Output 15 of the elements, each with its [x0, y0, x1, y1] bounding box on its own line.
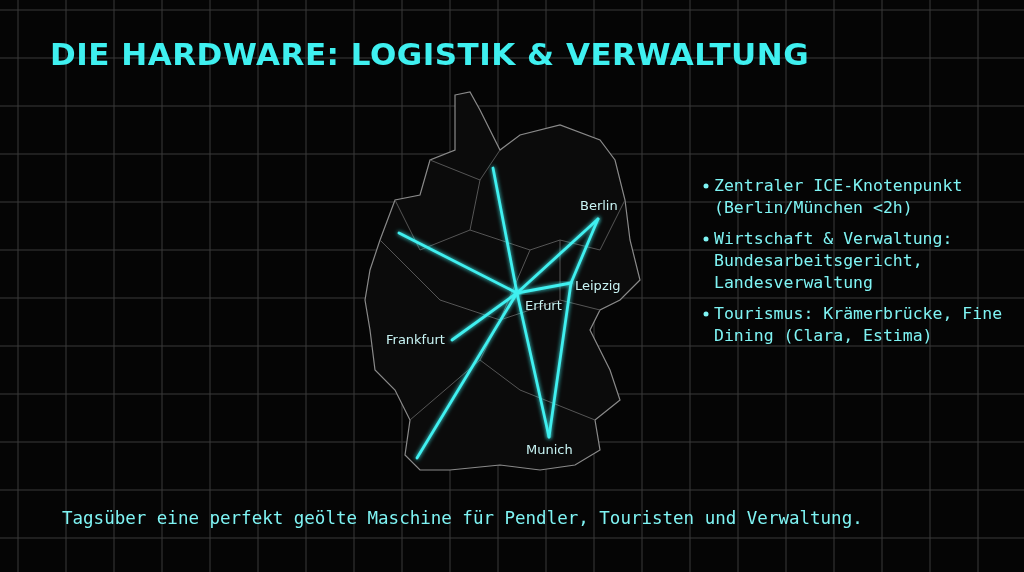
city-label: Leipzig — [571, 276, 623, 296]
bullet-text: Tourismus: Krämerbrücke, Fine Dining (Clara, Estima) — [714, 303, 1004, 347]
bullet-text: Zentraler ICE-Knotenpunkt (Berlin/München <2h) — [714, 175, 964, 219]
slide-title: DIE HARDWARE: LOGISTIK & VERWALTUNG — [50, 36, 810, 72]
rail-line — [397, 231, 519, 295]
city-label: Frankfurt — [384, 330, 452, 350]
rail-line — [547, 281, 573, 439]
rail-line — [515, 281, 573, 295]
bullet-text: Wirtschaft & Verwaltung: Bundesarbeitsgericht, Landesverwaltung — [714, 228, 954, 294]
caption-text: Tagsüber eine perfekt geölte Maschine für Pendler, Touristen und Verwaltung. — [62, 508, 863, 528]
city-label: Munich — [522, 437, 578, 459]
city-label: Berlin — [578, 197, 624, 219]
city-label: Erfurt — [517, 293, 565, 315]
rail-line — [515, 291, 551, 439]
rail-line — [569, 217, 600, 285]
